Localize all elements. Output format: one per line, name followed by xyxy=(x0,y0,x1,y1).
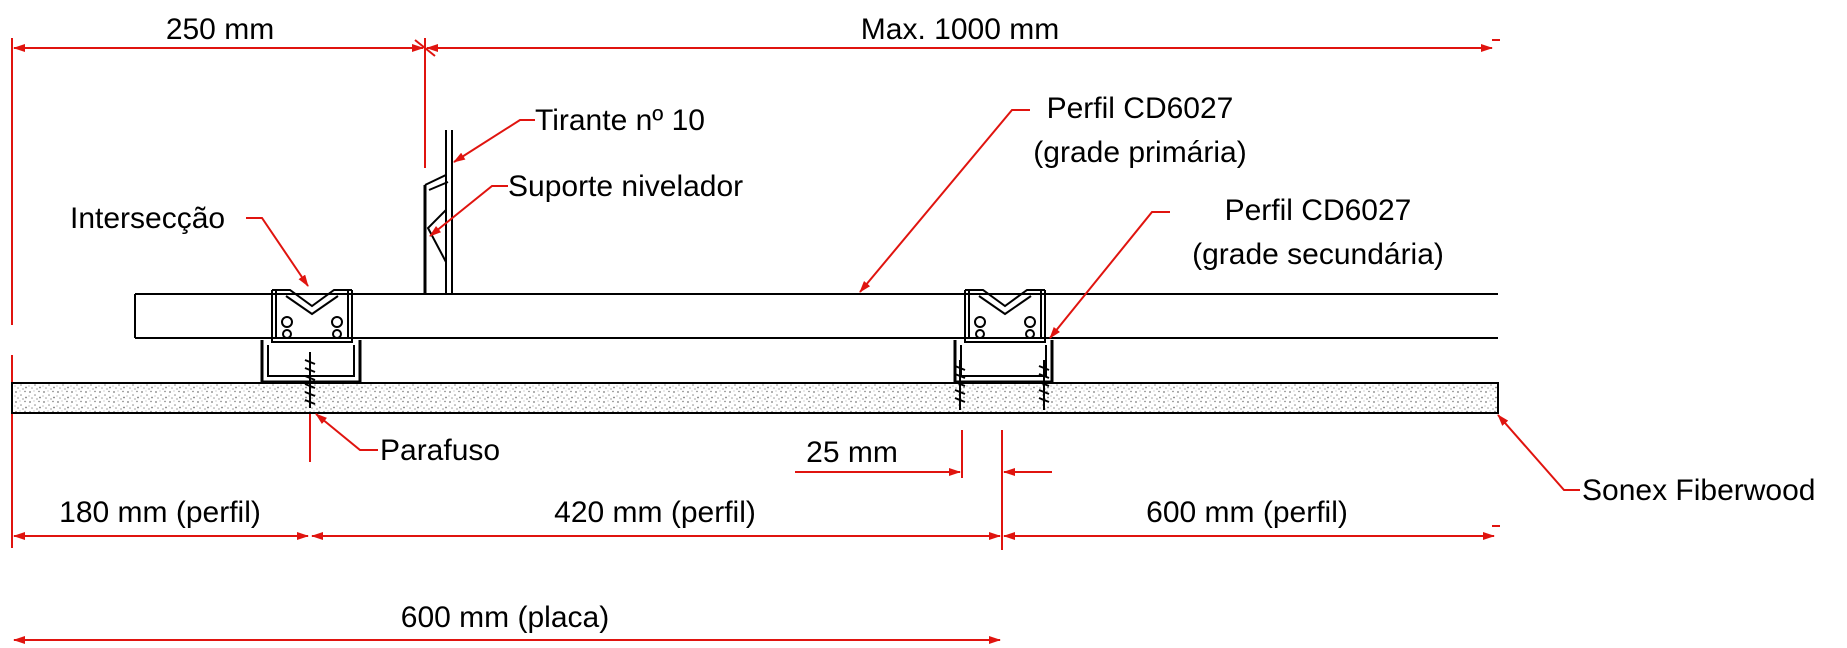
perfil-secundaria-label-1: Perfil CD6027 xyxy=(1225,194,1412,227)
dim-600-perfil-label: 600 mm (perfil) xyxy=(1146,496,1348,529)
interseccao-label: Intersecção xyxy=(70,202,225,235)
hanger-assembly xyxy=(423,130,453,294)
dim-600-placa-label: 600 mm (placa) xyxy=(401,601,609,634)
dimension-25: 25 mm xyxy=(795,436,1052,476)
tirante-label: Tirante nº 10 xyxy=(535,104,705,137)
leader-sonex: Sonex Fiberwood xyxy=(1497,414,1815,507)
parafuso-label: Parafuso xyxy=(380,434,500,467)
dim-250-label: 250 mm xyxy=(166,13,274,46)
leader-tirante: Tirante nº 10 xyxy=(453,104,705,163)
leader-suporte: Suporte nivelador xyxy=(429,170,743,237)
leader-interseccao: Intersecção xyxy=(70,202,309,287)
leader-perfil-secundaria: Perfil CD6027 (grade secundária) xyxy=(1049,194,1444,339)
fiberwood-board xyxy=(11,382,1499,414)
dimension-placa: 600 mm (placa) xyxy=(13,601,1001,644)
leader-parafuso: Parafuso xyxy=(315,413,500,467)
dim-180-label: 180 mm (perfil) xyxy=(59,496,261,529)
suporte-label: Suporte nivelador xyxy=(508,170,743,203)
dim-25-label: 25 mm xyxy=(806,436,898,469)
dim-max-1000-label: Max. 1000 mm xyxy=(861,13,1059,46)
perfil-secundaria-label-2: (grade secundária) xyxy=(1192,238,1444,271)
dimension-perfil-row: 180 mm (perfil) 420 mm (perfil) 600 mm (… xyxy=(13,496,1500,540)
screws xyxy=(304,352,1050,410)
sonex-label: Sonex Fiberwood xyxy=(1582,474,1815,507)
leader-perfil-primaria: Perfil CD6027 (grade primária) xyxy=(859,92,1247,293)
clip-connector-right xyxy=(953,289,1054,384)
perfil-primaria-label-2: (grade primária) xyxy=(1033,136,1246,169)
dimension-top: 250 mm Max. 1000 mm xyxy=(13,13,1500,57)
dim-420-label: 420 mm (perfil) xyxy=(554,496,756,529)
perfil-primaria-label-1: Perfil CD6027 xyxy=(1047,92,1234,125)
